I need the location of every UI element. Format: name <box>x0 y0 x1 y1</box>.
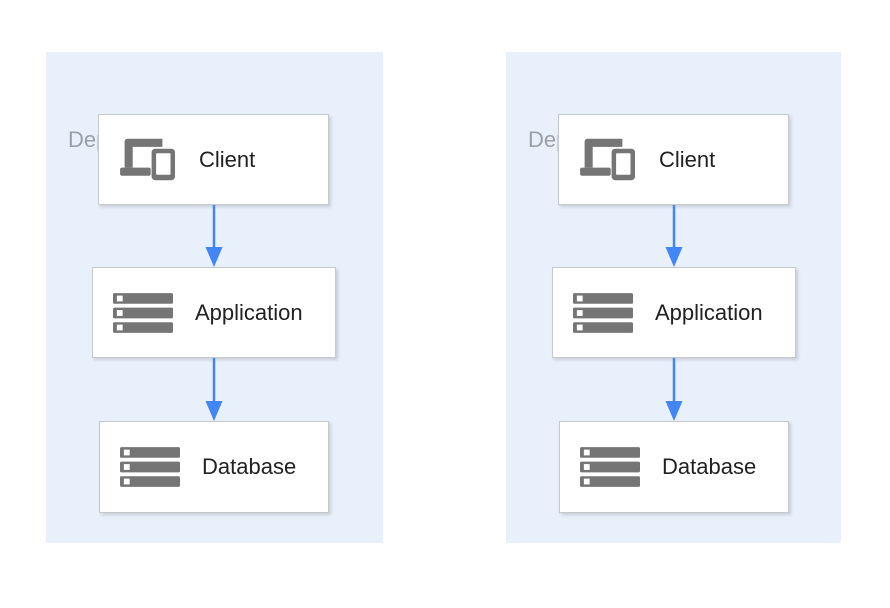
node-application: Application <box>552 267 796 358</box>
node-label: Client <box>199 146 256 172</box>
node-client: Client <box>558 114 789 205</box>
node-label: Application <box>655 299 763 325</box>
deployment-location-2-group: Deployment location 2 Client <box>506 52 841 543</box>
node-database: Database <box>559 421 789 513</box>
node-label: Application <box>195 299 303 325</box>
client-devices-icon <box>119 137 177 182</box>
node-application: Application <box>92 267 336 358</box>
node-label: Client <box>659 146 716 172</box>
server-stack-icon <box>113 292 173 333</box>
server-stack-icon <box>580 447 640 487</box>
node-label: Database <box>202 454 297 479</box>
server-stack-icon <box>120 447 180 487</box>
arrow-client-to-application-icon <box>205 205 223 267</box>
node-database: Database <box>99 421 329 513</box>
arrow-application-to-database-icon <box>665 358 683 421</box>
client-devices-icon <box>579 137 637 182</box>
arrow-client-to-application-icon <box>665 205 683 267</box>
node-client: Client <box>98 114 329 205</box>
node-label: Database <box>662 454 757 479</box>
arrow-application-to-database-icon <box>205 358 223 421</box>
server-stack-icon <box>573 292 633 333</box>
deployment-location-1-group: Deployment location 1 Client <box>46 52 383 543</box>
